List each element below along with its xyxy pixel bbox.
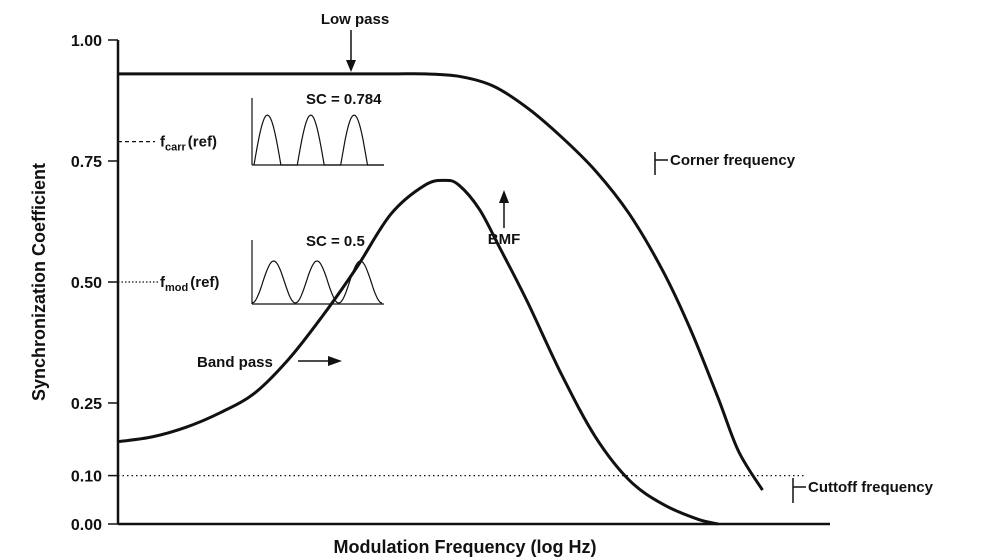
inset2-waveform	[251, 260, 383, 304]
y-tick-label: 0.10	[71, 469, 102, 486]
fcarr-ref-label: fcarr(ref)	[160, 134, 217, 154]
cutoff-frequency-marker	[792, 478, 806, 503]
cutoff-frequency-label: Cuttoff frequency	[808, 479, 934, 496]
band-pass-curve	[117, 178, 719, 526]
inset2-sc-label: SC = 0.5	[306, 233, 365, 250]
inset-sc-0784: SC = 0.784	[251, 91, 384, 166]
y-tick-label: 0.25	[71, 396, 102, 413]
inset1-sc-label: SC = 0.784	[306, 91, 382, 108]
y-tick-label: 0.00	[71, 517, 102, 534]
band-pass-label: Band pass	[197, 354, 273, 371]
low-pass-arrow	[346, 30, 356, 72]
bmf-label: BMF	[488, 231, 521, 248]
y-tick-label: 0.75	[71, 154, 102, 171]
y-tick-label: 1.00	[71, 33, 102, 50]
band-pass-arrow	[298, 356, 342, 366]
bmf-arrow	[499, 190, 509, 228]
low-pass-curve	[118, 72, 764, 491]
inset-sc-05: SC = 0.5	[251, 233, 384, 305]
inset1-waveform	[253, 114, 384, 166]
fmod-ref-label: fmod(ref)	[160, 274, 219, 294]
corner-frequency-label: Corner frequency	[670, 152, 796, 169]
y-axis-title: Synchronization Coefficient	[29, 163, 49, 401]
x-axis-title: Modulation Frequency (log Hz)	[334, 537, 597, 557]
corner-frequency-marker	[654, 152, 668, 175]
y-ticks: 0.00 0.10 0.25 0.50 0.75 1.00	[71, 33, 118, 534]
y-tick-label: 0.50	[71, 275, 102, 292]
low-pass-label: Low pass	[321, 11, 389, 28]
